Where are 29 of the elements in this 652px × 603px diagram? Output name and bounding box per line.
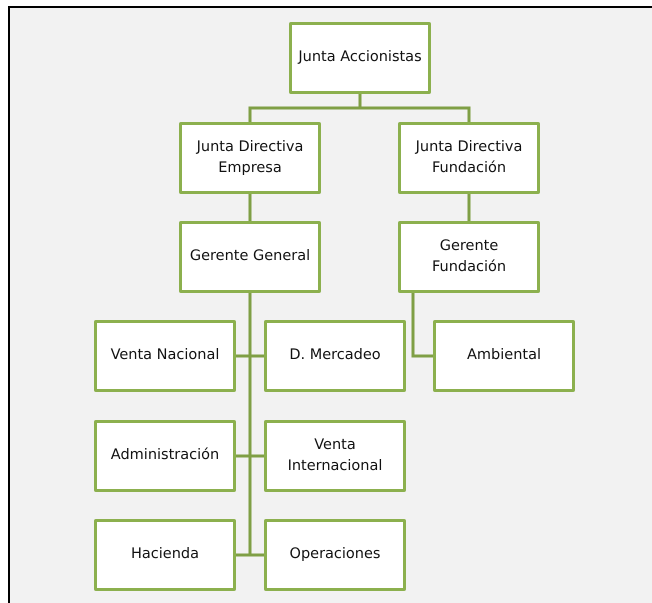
role-label: Operaciones: [290, 545, 380, 564]
role-label: Gerente General: [190, 247, 310, 266]
org-box: [264, 320, 406, 392]
org-box: [264, 420, 406, 492]
org-box: [94, 320, 236, 392]
org-box: [398, 122, 540, 194]
org-box: [179, 122, 321, 194]
org-box: [94, 519, 236, 591]
org-box: [289, 22, 431, 94]
connector-line: [358, 94, 470, 122]
connector-line: [468, 194, 470, 221]
org-box: [179, 221, 321, 293]
role-label: Venta Internacional: [286, 436, 384, 476]
org-box: [398, 221, 540, 293]
org-box: [94, 420, 236, 492]
role-label: Junta Directiva Empresa: [194, 138, 304, 178]
role-label: D. Mercadeo: [289, 346, 381, 366]
role-label: Junta Directiva Fundación: [414, 138, 524, 178]
connector-line: [412, 293, 433, 358]
org-box: [433, 320, 575, 392]
connector-line: [248, 293, 264, 556]
connector-line: [248, 194, 252, 221]
role-label: Venta Nacional: [110, 346, 220, 366]
role-label: Ambiental: [467, 346, 541, 366]
role-label: Administración: [110, 446, 220, 466]
role-label: Hacienda: [131, 545, 199, 564]
role-label: Gerente Fundación: [430, 236, 508, 277]
role-label: Junta Accionistas: [298, 48, 422, 68]
org-box: [264, 519, 406, 591]
